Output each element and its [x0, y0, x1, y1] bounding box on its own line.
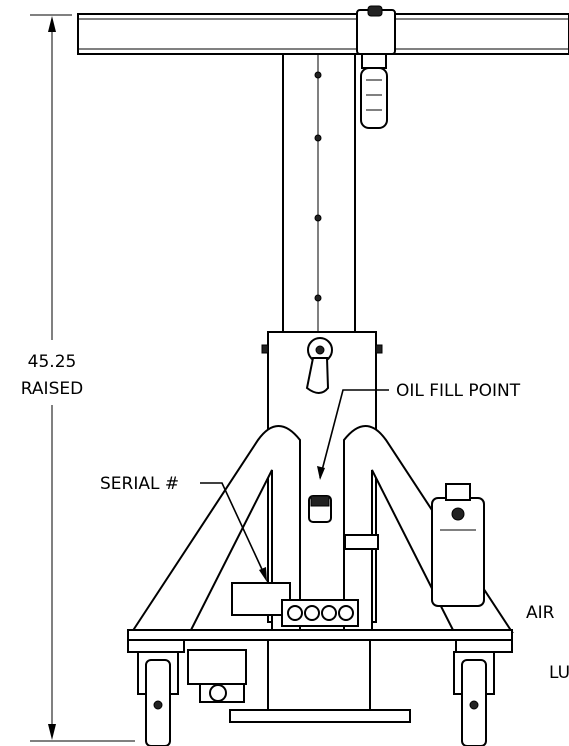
air-label: AIR: [526, 603, 555, 623]
lock-mechanism: [187, 649, 247, 703]
serial-number-label: SERIAL #: [100, 474, 179, 494]
release-lever: [305, 337, 333, 394]
top-beam: [77, 13, 569, 55]
caster-left: [137, 651, 179, 746]
extension-column: [282, 53, 356, 333]
serial-plate: [231, 582, 291, 616]
oil-fill-plug: [308, 495, 332, 523]
oil-fill-leader: [317, 389, 389, 480]
reservoir: [229, 639, 411, 723]
label-plate: [344, 534, 379, 550]
serial-leader: [200, 482, 267, 582]
air-pump: [431, 483, 485, 607]
lu-label: LU: [549, 663, 569, 683]
gauge-panel: [281, 599, 359, 627]
dimension-line: [30, 14, 135, 742]
oil-fill-point-label: OIL FILL POINT: [396, 381, 521, 401]
dimension-arrow-top: [48, 16, 56, 32]
caster-right: [453, 651, 495, 746]
dimension-state: RAISED: [21, 379, 83, 399]
clamp-handle: [356, 5, 396, 129]
dimension-value: 45.25: [28, 352, 77, 372]
dimension-arrow-bottom: [48, 724, 56, 740]
